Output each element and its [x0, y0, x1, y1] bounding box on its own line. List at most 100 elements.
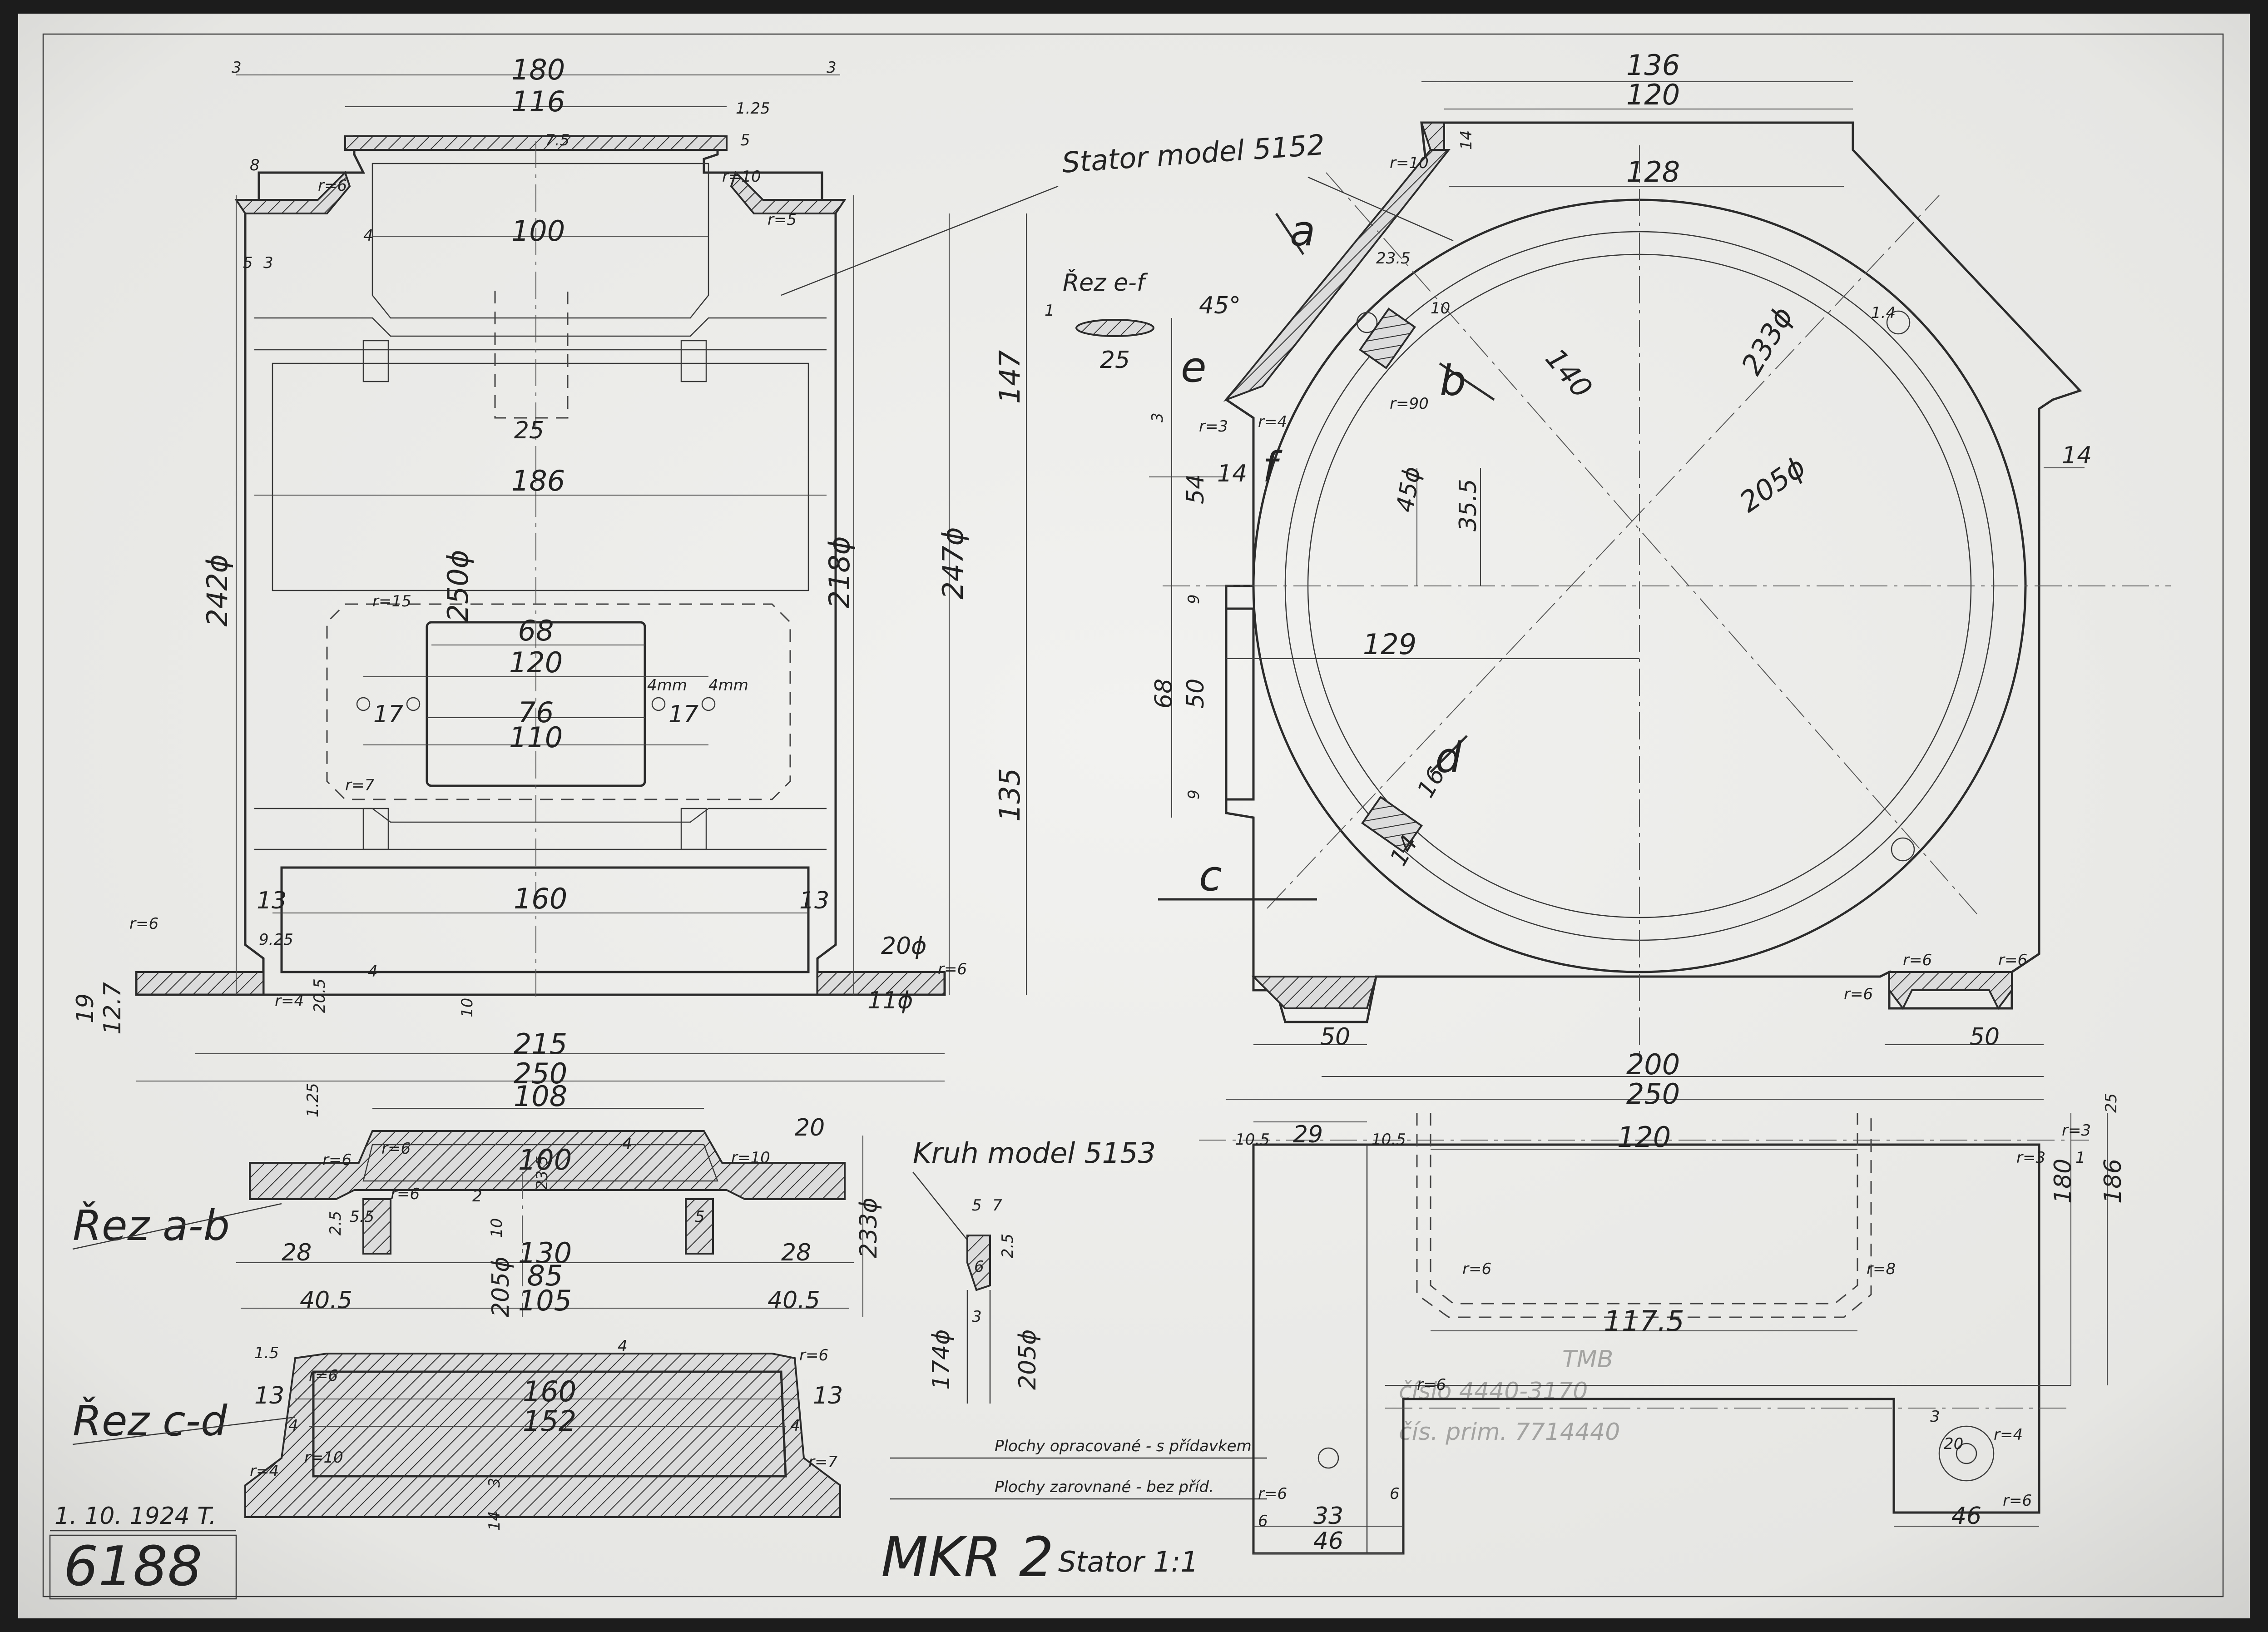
dim-68: 68 — [518, 614, 554, 647]
ab-dim-233-dia: 233ϕ — [855, 1197, 882, 1258]
plan-dim-3: 3 — [1930, 1408, 1940, 1426]
ab-dim-r6-b: r=6 — [381, 1140, 411, 1158]
section-letter-d: d — [1435, 734, 1462, 782]
dim-r6-top: r=6 — [318, 177, 347, 195]
cd-dim-13-left: 13 — [254, 1382, 284, 1409]
ab-dim-108: 108 — [514, 1080, 567, 1113]
front-view: 180 116 3 3 8 r=6 4 100 r=10 r=5 5 3 1.2… — [72, 53, 1027, 1090]
ab-dim-100: 100 — [518, 1143, 572, 1176]
plan-dim-r6-b: r=6 — [1417, 1376, 1446, 1394]
ab-dim-5-5: 5.5 — [350, 1208, 374, 1226]
ab-dim-28-left: 28 — [282, 1239, 312, 1266]
plan-dim-r6-c: r=6 — [1258, 1485, 1287, 1503]
dim-129: 129 — [1363, 628, 1416, 661]
dim-9-top: 9 — [1185, 594, 1203, 604]
dim-242-dia: 242ϕ — [201, 554, 234, 626]
dim-3-left: 3 — [232, 59, 242, 77]
stamp-line-1: TMB — [1562, 1346, 1613, 1373]
plan-dim-29: 29 — [1293, 1121, 1323, 1148]
ab-dim-105: 105 — [518, 1284, 572, 1317]
dim-128: 128 — [1626, 155, 1680, 188]
dim-r3-side: r=3 — [1199, 417, 1228, 436]
dim-125: 1.25 — [736, 99, 770, 118]
dim-45-deg: 45° — [1199, 292, 1241, 319]
ring-dim-3: 3 — [972, 1308, 982, 1326]
ab-dim-28-right: 28 — [781, 1239, 811, 1266]
cd-dim-160: 160 — [523, 1375, 576, 1408]
cd-dim-4-right: 4 — [790, 1417, 800, 1435]
section-cd-label: Řez c-d — [73, 1396, 228, 1445]
dim-250-dia: 250ϕ — [441, 550, 475, 622]
dim-r10: r=10 — [722, 168, 761, 186]
dim-r6-b: r=6 — [1998, 951, 2027, 969]
ab-dim-40-5-left: 40.5 — [300, 1287, 352, 1314]
dim-13-left: 13 — [257, 887, 287, 914]
dim-r6-c: r=6 — [1844, 985, 1873, 1003]
dim-r4: r=4 — [275, 992, 304, 1010]
cd-dim-13-right: 13 — [813, 1382, 843, 1409]
dim-12-7: 12.7 — [99, 982, 126, 1035]
dim-50-left: 50 — [1320, 1023, 1350, 1051]
dim-180: 180 — [511, 53, 565, 86]
dim-10-side: 10 — [1431, 299, 1450, 317]
cd-dim-14: 14 — [485, 1511, 504, 1531]
dim-50-right: 50 — [1970, 1023, 2000, 1051]
cd-dim-r10: r=10 — [304, 1448, 343, 1467]
dim-14-right: 14 — [2062, 442, 2092, 469]
cd-dim-4-top: 4 — [618, 1337, 628, 1355]
dim-135: 135 — [993, 768, 1026, 822]
cd-dim-1-5: 1.5 — [254, 1344, 279, 1362]
dim-10: 10 — [458, 998, 476, 1017]
dim-250-side: 250 — [1626, 1077, 1680, 1111]
dim-120-top: 120 — [1626, 78, 1680, 111]
ring-dim-205-dia: 205ϕ — [1014, 1329, 1041, 1390]
dim-35-5: 35.5 — [1455, 479, 1482, 531]
ab-dim-2-5: 2.5 — [327, 1211, 345, 1235]
dim-r6-a: r=6 — [1903, 951, 1932, 969]
dim-14-top: 14 — [1457, 130, 1476, 150]
section-letter-b: b — [1440, 357, 1466, 405]
drawing-date: 1. 10. 1924 T. — [54, 1503, 216, 1530]
faint-stamp: TMB číslo 4440-3170 čís. prim. 7714440 — [1399, 1346, 1620, 1446]
ab-dim-4: 4 — [622, 1135, 632, 1153]
dim-54: 54 — [1182, 474, 1209, 504]
dim-100: 100 — [511, 214, 565, 248]
plan-dim-46-right: 46 — [1951, 1503, 1981, 1530]
ring-dim-174-dia: 174ϕ — [928, 1329, 955, 1390]
plan-dim-6-a: 6 — [1258, 1512, 1268, 1530]
section-ef-label: Řez e-f — [1063, 269, 1148, 297]
ab-dim-5: 5 — [695, 1208, 705, 1226]
drawing-title: MKR 2 — [881, 1526, 1054, 1589]
ring-model: Kruh model 5153 5 7 2.5 6 3 174ϕ 205ϕ — [912, 1136, 1156, 1404]
ab-dim-r6-c: r=6 — [391, 1185, 420, 1203]
dim-4mm-a: 4mm — [647, 676, 687, 694]
section-cd: 1.5 4 r=6 r=6 13 160 13 4 152 r=10 4 r=4… — [72, 1337, 843, 1531]
ab-dim-205-dia: 205ϕ — [487, 1256, 515, 1317]
plan-dim-117-5: 117.5 — [1604, 1305, 1684, 1338]
dim-r4-side: r=4 — [1258, 413, 1287, 431]
cd-dim-r6-right: r=6 — [799, 1346, 828, 1364]
dim-3-right: 3 — [827, 59, 837, 77]
dim-116: 116 — [511, 85, 565, 118]
dim-50-side: 50 — [1182, 679, 1209, 709]
cd-dim-3: 3 — [485, 1478, 504, 1488]
dim-120: 120 — [509, 646, 563, 679]
dim-14-side: 14 — [1217, 460, 1247, 487]
dim-20-dia: 20ϕ — [881, 933, 926, 960]
ring-model-label: Kruh model 5153 — [913, 1136, 1156, 1170]
dim-r6-foot-right: r=6 — [938, 960, 967, 978]
dim-r7: r=7 — [345, 776, 374, 794]
dim-20-5: 20.5 — [311, 978, 329, 1013]
plan-dim-r4: r=4 — [1994, 1426, 2023, 1444]
dim-215: 215 — [514, 1027, 567, 1061]
plan-dim-10-5-left: 10.5 — [1235, 1131, 1270, 1149]
legend: Plochy opracované - s přídavkem Plochy z… — [890, 1437, 1267, 1500]
dim-r5: r=5 — [768, 211, 797, 229]
cd-dim-r7: r=7 — [808, 1453, 837, 1471]
plan-dim-6-b: 6 — [1390, 1485, 1400, 1503]
plan-dim-25: 25 — [2102, 1093, 2120, 1113]
ab-dim-20: 20 — [795, 1114, 825, 1141]
plan-dim-186: 186 — [2100, 1159, 2127, 1204]
